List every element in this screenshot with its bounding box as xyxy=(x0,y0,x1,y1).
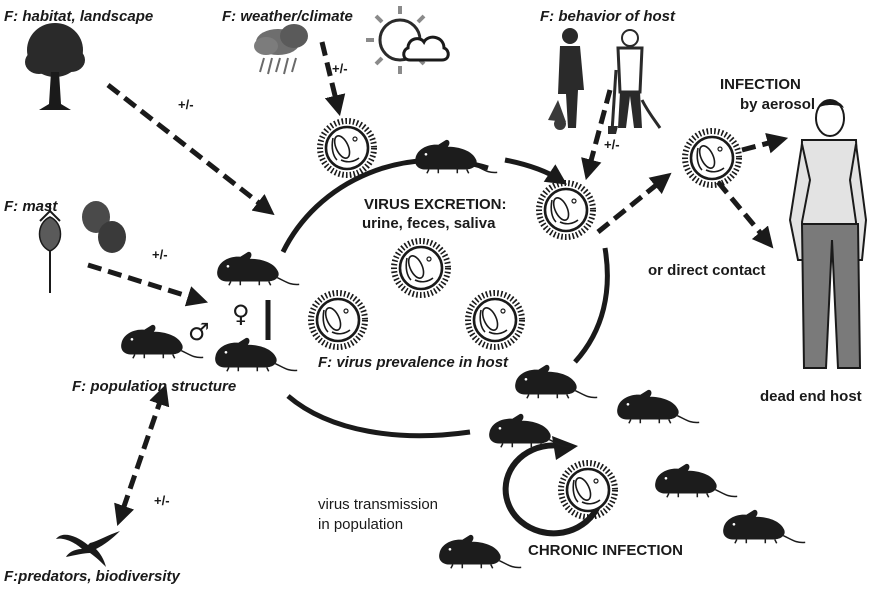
male-symbol: ♂ xyxy=(188,318,210,346)
human-figure-icon xyxy=(788,99,868,369)
cycle-arrow-to-excretion xyxy=(504,157,567,185)
cycle-arc-bottom xyxy=(286,394,471,439)
predator-arrow xyxy=(114,384,170,526)
mast-factor-label: F: mast xyxy=(4,198,58,215)
habitat-arrow xyxy=(106,83,275,216)
excretion-to-infection-arrow xyxy=(596,172,672,234)
predators-modifier: +/- xyxy=(154,493,170,508)
weather-factor-label: F: weather/climate xyxy=(222,8,353,25)
predators-factor-label: F:predators, biodiversity xyxy=(4,568,180,585)
virus-excretion-routes: urine, feces, saliva xyxy=(362,215,496,232)
workers-icon xyxy=(548,28,662,134)
cycle-arc-right xyxy=(573,247,610,364)
bird-of-prey-icon xyxy=(56,531,120,567)
chronic-cycle-arrowhead xyxy=(552,436,578,460)
sun-cloud-icon xyxy=(366,6,450,74)
infection-route: by aerosol xyxy=(740,96,816,113)
weather-arrow xyxy=(319,41,346,117)
storm-cloud-icon xyxy=(254,24,308,75)
behavior-factor-label: F: behavior of host xyxy=(540,8,675,25)
direct-contact-arrow xyxy=(716,180,774,249)
habitat-factor-label: F: habitat, landscape xyxy=(4,8,154,25)
habitat-modifier: +/- xyxy=(178,97,194,112)
chronic-infection-label: CHRONIC INFECTION xyxy=(528,542,683,559)
weather-modifier: +/- xyxy=(332,61,348,76)
direct-contact-label: or direct contact xyxy=(648,262,766,279)
mast-fruit-icon xyxy=(38,201,126,293)
virus-excretion-title: VIRUS EXCRETION: xyxy=(364,196,507,213)
aerosol-arrow xyxy=(741,133,789,154)
population-factor-label: F: population structure xyxy=(72,378,237,395)
behavior-modifier: +/- xyxy=(604,137,620,152)
behavior-arrow xyxy=(581,89,613,181)
tree-icon xyxy=(25,23,85,110)
mast-modifier: +/- xyxy=(152,247,168,262)
female-symbol: ♀ xyxy=(232,300,250,328)
prevalence-factor-label: F: virus prevalence in host xyxy=(318,354,509,371)
dead-end-host-label: dead end host xyxy=(760,388,862,405)
infection-title: INFECTION xyxy=(720,76,801,93)
transmission-label-line2: in population xyxy=(318,516,404,533)
transmission-label-line1: virus transmission xyxy=(318,496,439,513)
mast-arrow xyxy=(87,262,209,307)
